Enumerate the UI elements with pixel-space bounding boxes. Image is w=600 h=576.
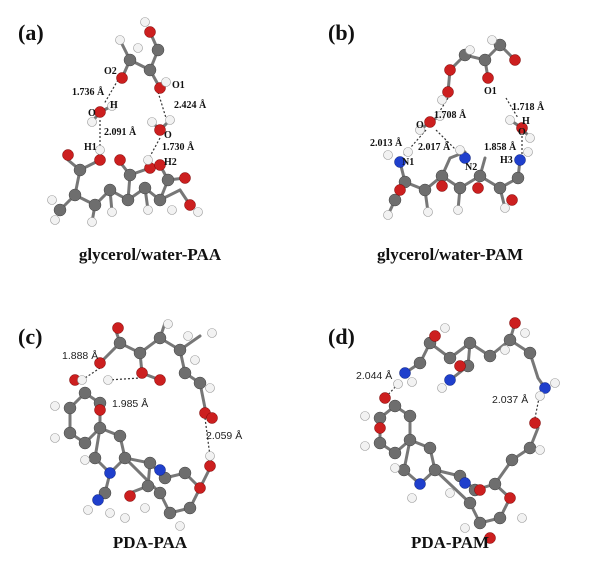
distance-label-2: 2.037 Å bbox=[492, 394, 529, 406]
panel-tag: (a) bbox=[18, 20, 44, 45]
distance-label-4: 1.730 Å bbox=[162, 142, 195, 153]
atom-label-h3: H3 bbox=[500, 155, 513, 166]
distance-label-1: 1.708 Å bbox=[434, 110, 467, 121]
atom-label-o-water: O bbox=[518, 127, 526, 138]
atom-label-o: O bbox=[416, 120, 424, 131]
atom-label-o: O bbox=[88, 108, 96, 119]
panel-caption: PDA-PAM bbox=[410, 533, 490, 552]
atom-label-o2: O2 bbox=[104, 66, 117, 77]
atom-label-o1: O1 bbox=[484, 86, 497, 97]
panel-caption: glycerol/water-PAA bbox=[78, 245, 222, 264]
distance-label-2: 1.718 Å bbox=[512, 102, 545, 113]
atom-label-n2: N2 bbox=[465, 162, 478, 173]
distance-label-3: 2.013 Å bbox=[370, 138, 403, 149]
distance-label-3: 2.091 Å bbox=[104, 127, 137, 138]
panel-tag: (b) bbox=[328, 20, 355, 45]
distance-label-1: 1.736 Å bbox=[72, 87, 105, 98]
panel-caption: glycerol/water-PAM bbox=[376, 245, 523, 264]
distance-label-2: 1.985 Å bbox=[112, 398, 149, 410]
atom-label-h: H bbox=[522, 116, 530, 127]
molecule-glycerol-water-pam bbox=[383, 35, 535, 220]
distance-label-1: 2.044 Å bbox=[356, 370, 393, 382]
distance-label-3: 2.059 Å bbox=[206, 430, 243, 442]
panel-d: (d) 2.044 Å 2.037 Å PDA-PAM bbox=[300, 288, 600, 576]
distance-label-4: 2.017 Å bbox=[418, 142, 451, 153]
panel-c: (c) 1.888 Å 1.985 Å 2.059 Å PDA-PAA bbox=[0, 288, 300, 576]
panel-tag: (d) bbox=[328, 324, 355, 349]
atom-label-h2: H2 bbox=[164, 157, 177, 168]
panel-caption: PDA-PAA bbox=[112, 533, 188, 552]
panel-a: (a) O2 O1 H O H1 O H2 1.736 Å 2.424 Å 2.… bbox=[0, 0, 300, 288]
atom-label-o1: O1 bbox=[172, 80, 185, 91]
distance-label-5: 1.858 Å bbox=[484, 142, 517, 153]
molecule-pda-paa bbox=[50, 319, 218, 531]
atom-label-h1: H1 bbox=[84, 142, 97, 153]
atom-label-h: H bbox=[110, 100, 118, 111]
panel-tag: (c) bbox=[18, 324, 43, 349]
panel-b: (b) O O1 H O N1 N2 H3 1.708 Å 1.718 Å 2.… bbox=[300, 0, 600, 288]
distance-label-1: 1.888 Å bbox=[62, 350, 99, 362]
molecule-pda-pam bbox=[360, 317, 560, 544]
atom-label-o-water: O bbox=[164, 130, 172, 141]
molecule-glycerol-water-paa bbox=[47, 17, 203, 227]
atom-label-n1: N1 bbox=[402, 157, 415, 168]
distance-label-2: 2.424 Å bbox=[174, 100, 207, 111]
